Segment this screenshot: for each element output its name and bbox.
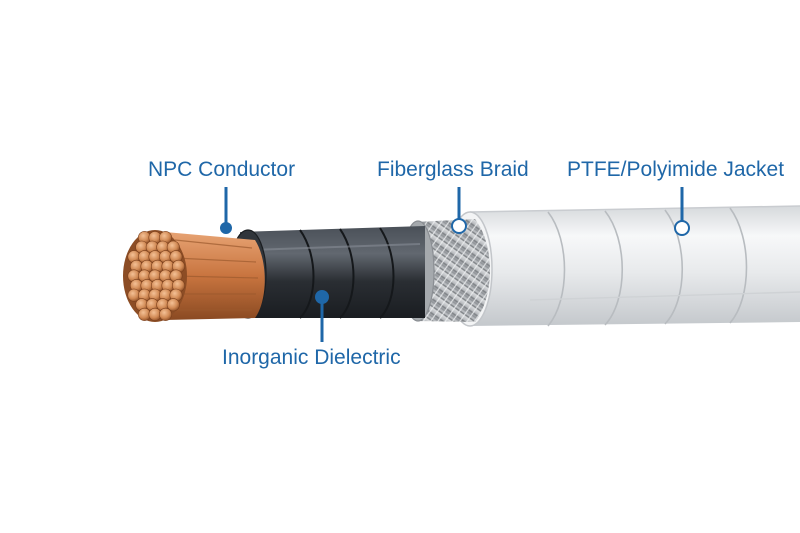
callout-braid (451, 187, 467, 234)
callout-conductor (220, 187, 232, 234)
npc-conductor (123, 230, 265, 322)
callouts (220, 187, 690, 342)
label-fiberglass-braid: Fiberglass Braid (377, 158, 529, 181)
ptfe-polyimide-jacket (447, 205, 800, 327)
callout-dielectric (315, 290, 329, 342)
copper-strand (166, 298, 180, 312)
label-ptfe-polyimide-jacket: PTFE/Polyimide Jacket (567, 158, 785, 181)
callout-jacket (674, 187, 690, 236)
label-npc-conductor: NPC Conductor (148, 158, 296, 181)
label-inorganic-dielectric: Inorganic Dielectric (222, 346, 401, 369)
copper-strand (159, 307, 173, 321)
conductor-strands (127, 231, 186, 321)
